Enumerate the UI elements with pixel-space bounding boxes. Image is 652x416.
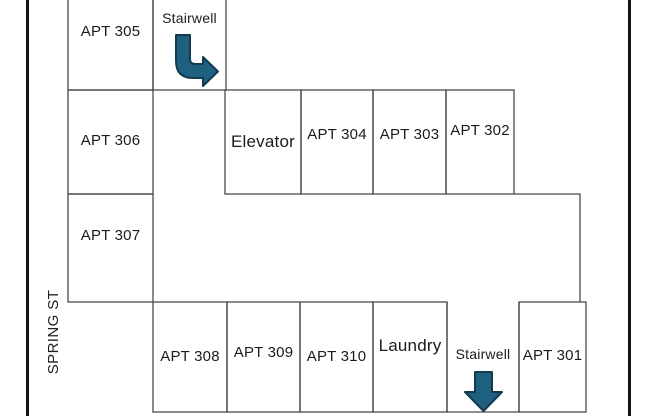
room-label-apt-304: APT 304 xyxy=(307,125,367,143)
room-label-apt-306: APT 306 xyxy=(80,131,141,149)
room-label-apt-309: APT 309 xyxy=(233,343,294,361)
room-label-apt-310: APT 310 xyxy=(306,347,367,365)
room-apt-302-outline xyxy=(445,89,515,195)
room-label-apt-301: APT 301 xyxy=(522,346,583,364)
room-apt-301-outline xyxy=(518,301,587,413)
room-label-apt-308: APT 308 xyxy=(160,347,220,365)
spring-street-line xyxy=(26,0,29,416)
room-label-stairwell-bottom: Stairwell xyxy=(455,346,511,362)
right-boundary-line xyxy=(628,0,631,416)
room-label-apt-303: APT 303 xyxy=(379,125,440,143)
room-label-apt-302: APT 302 xyxy=(450,121,510,139)
room-label-stairwell-top: Stairwell xyxy=(162,10,217,26)
room-label-apt-307: APT 307 xyxy=(80,226,141,244)
room-stairwell-top-outline xyxy=(152,0,227,91)
street-label-spring-st: SPRING ST xyxy=(44,289,62,375)
room-label-elevator: Elevator xyxy=(231,132,295,151)
corridor-edge-line xyxy=(514,193,581,302)
elbow-arrow-down-right-icon xyxy=(175,34,219,87)
room-apt-307-outline xyxy=(67,193,154,303)
room-label-laundry: Laundry xyxy=(378,336,442,355)
block-arrow-down-icon xyxy=(464,371,503,412)
room-label-apt-305: APT 305 xyxy=(80,22,141,40)
